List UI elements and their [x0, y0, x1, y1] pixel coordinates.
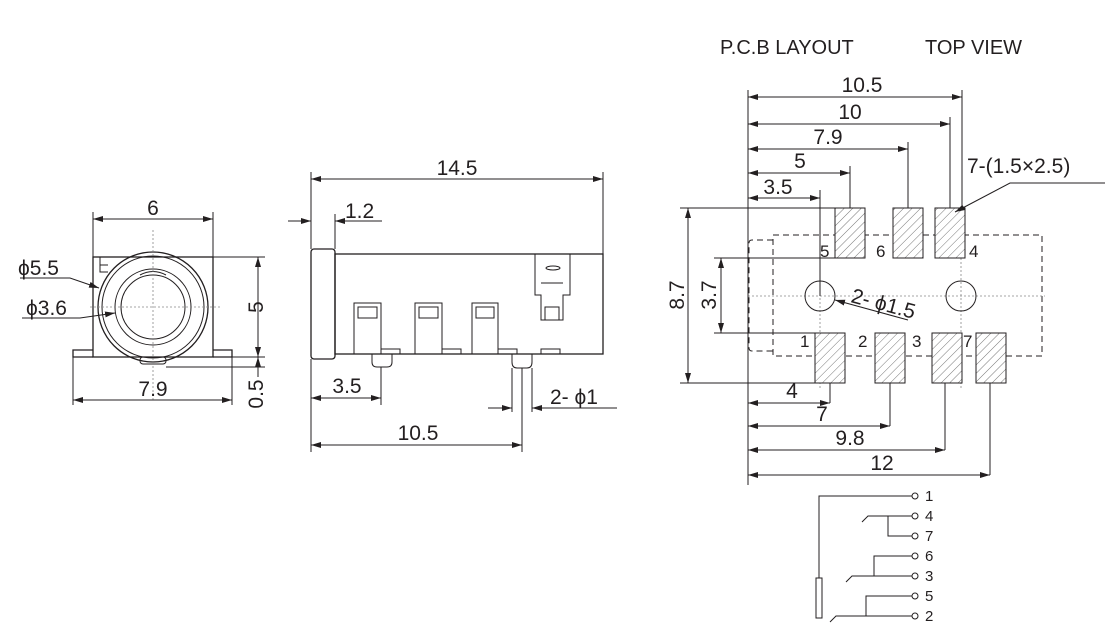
pcb-dim-7-9: 7.9: [813, 126, 842, 149]
peg-diameter-label: 2- ϕ1: [550, 386, 598, 409]
pad-label-1: 1: [800, 332, 809, 351]
front-width-label: 6: [147, 197, 159, 220]
pad-label-4: 4: [969, 242, 978, 261]
pad-label-5: 5: [820, 242, 829, 261]
hole-note-label: 2- ϕ1.5: [849, 285, 918, 324]
side-view: 14.5 1.2 3.5 10.5 2- ϕ1: [288, 157, 617, 452]
pcb-dim-9-8: 9.8: [835, 427, 864, 450]
pad-3: [931, 332, 963, 384]
front-view: 6 5 7.9 0.5 ϕ5.5 ϕ3.6: [18, 197, 268, 409]
pcb-dim-5: 5: [794, 150, 806, 173]
inner-diameter-label: ϕ3.6: [26, 297, 67, 320]
pcb-layout-title: P.C.B LAYOUT: [720, 37, 854, 59]
pad-5: [834, 207, 866, 259]
pad-7: [975, 332, 1007, 384]
schematic-pin-2: 2: [925, 608, 933, 625]
pad-1: [814, 332, 846, 384]
top-view-title: TOP VIEW: [925, 37, 1022, 59]
flange-thickness-label: 1.2: [345, 200, 374, 223]
peg1-position-label: 3.5: [332, 375, 361, 398]
pcb-height-8-7: 8.7: [666, 280, 689, 309]
pcb-dim-12: 12: [870, 452, 893, 475]
outer-diameter-label: ϕ5.5: [18, 257, 59, 280]
side-length-label: 14.5: [437, 157, 478, 180]
pcb-height-3-7: 3.7: [698, 280, 721, 309]
schematic-pin-1: 1: [925, 488, 933, 505]
peg2-position-label: 10.5: [398, 422, 439, 445]
pad-size-note: 7-(1.5×2.5): [967, 155, 1070, 178]
front-height-label: 5: [245, 301, 268, 313]
pcb-dim-10-5: 10.5: [842, 74, 883, 97]
pad-label-6: 6: [876, 242, 885, 261]
schematic-pin-6: 6: [925, 548, 933, 565]
front-base-width-label: 7.9: [138, 378, 167, 401]
pad-label-3: 3: [912, 332, 921, 351]
pcb-dim-7: 7: [816, 403, 828, 426]
pad-2: [874, 332, 906, 384]
pcb-layout: P.C.B LAYOUT TOP VIEW 5 6 4 1 2 3 7 2- ϕ…: [666, 37, 1105, 485]
pad-4: [934, 207, 966, 259]
pcb-dim-3-5: 3.5: [763, 176, 792, 199]
front-standoff-label: 0.5: [245, 379, 268, 408]
pad-label-7: 7: [963, 332, 972, 351]
pad-6: [892, 207, 924, 259]
schematic-pin-4: 4: [925, 508, 933, 525]
pcb-dim-4: 4: [786, 380, 798, 403]
pad-label-2: 2: [858, 332, 867, 351]
schematic-pin-3: 3: [925, 568, 933, 585]
pcb-dim-10: 10: [838, 101, 861, 124]
schematic-pin-7: 7: [925, 528, 933, 545]
schematic: 1 4 7 6 3 5 2: [815, 488, 933, 625]
schematic-pin-5: 5: [925, 588, 933, 605]
